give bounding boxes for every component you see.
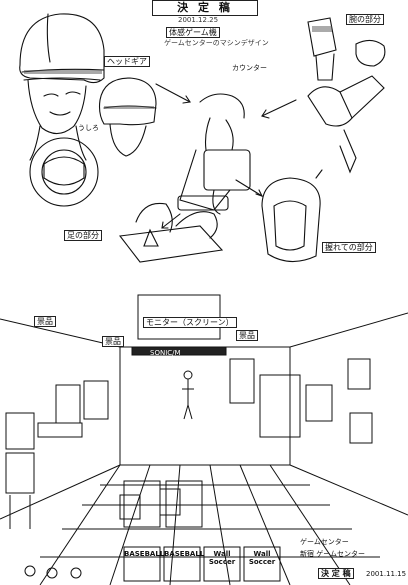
cabinet-sign-4: Wall Soccer — [248, 550, 276, 566]
section-divider — [6, 287, 402, 289]
area-right-label: 景品 — [236, 330, 258, 341]
approval-stamp-title: 決 定 稿 — [152, 0, 258, 16]
caption-line-1: ゲームセンター — [300, 538, 349, 546]
foot-part-label: 足の部分 — [64, 230, 102, 241]
header-date: 2001.12.25 — [178, 16, 219, 24]
machine-design-illustration — [19, 13, 386, 263]
area-left-label: 景品 — [34, 316, 56, 327]
cabinet-sign-2: BASEBALL — [164, 550, 205, 558]
cabinet-sign-1: BASEBALL — [124, 550, 165, 558]
machine-subtitle: ゲームセンターのマシンデザイン — [164, 39, 269, 47]
headgear-label: ヘッドギア — [104, 56, 150, 67]
arcade-interior-illustration — [0, 294, 408, 585]
back-label: うしろ — [78, 124, 99, 132]
approval-stamp-bottom: 決 定 稿 — [318, 568, 354, 579]
cabinet-sign-3: Wall Soccer — [208, 550, 236, 566]
counter-label: カウンター — [232, 64, 267, 72]
stamp-date: 2001.11.15 — [366, 570, 407, 578]
arm-part-label: 腕の部分 — [346, 14, 384, 25]
screen-label: モニター（スクリーン） — [143, 317, 237, 328]
caption-line-2: 新宿 ゲームセンター — [300, 550, 366, 558]
area-mid-label: 景品 — [102, 336, 124, 347]
machine-title: 体感ゲーム機 — [166, 27, 220, 38]
brand-label: SONIC/M — [150, 349, 181, 357]
grip-part-label: 握れての部分 — [322, 242, 376, 253]
